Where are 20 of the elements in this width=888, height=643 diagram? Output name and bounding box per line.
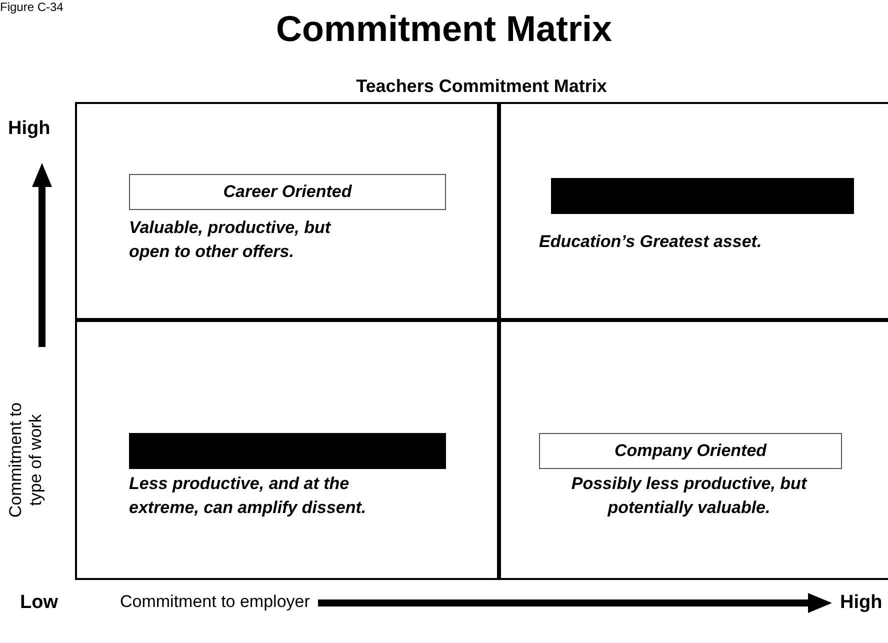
category-label: Career Oriented [129,174,446,210]
redaction-bar [551,178,854,214]
axis-title: Commitment to type of work [6,401,46,520]
title: Commitment Matrix [274,8,614,50]
description-text: Less productive, and at the extreme, can amplify dissent. [129,473,368,519]
description-text: Education’s Greatest asset. [539,231,763,253]
category-label: Company Oriented [539,433,842,469]
axis-label: High [8,118,50,140]
figure-number: Figure C-34 [0,0,64,14]
axis-label: Low [20,592,58,614]
quadrant-cell [497,102,888,322]
quadrant-cell [497,318,888,580]
axis-label: High [840,592,882,614]
redaction-bar [129,433,446,469]
subtitle: Teachers Commitment Matrix [355,76,608,97]
description-text: Valuable, productive, but open to other offers. [129,217,332,263]
description-text: Possibly less productive, but potentially valuable. [570,473,808,519]
quadrant-cell [75,318,501,580]
axis-title: Commitment to employer [120,592,310,612]
quadrant-cell [75,102,501,322]
